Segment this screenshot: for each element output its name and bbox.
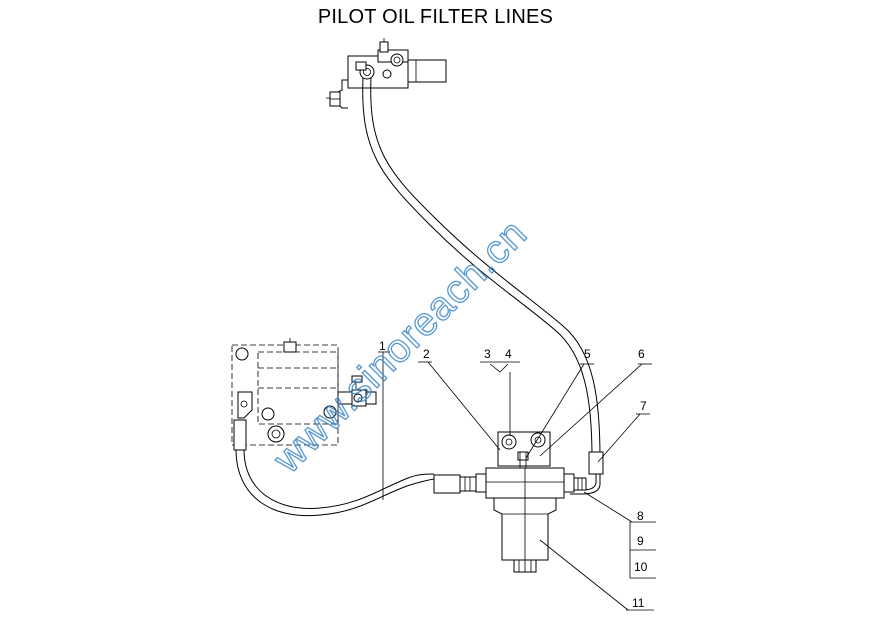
page-title: PILOT OIL FILTER LINES	[317, 6, 554, 28]
pilot-valve-assembly	[326, 38, 447, 109]
callout-4: 4	[505, 347, 512, 361]
callout-10: 10	[634, 560, 648, 574]
watermark-text: www.sinoreach.cn	[265, 211, 536, 482]
pilot-hose-long	[362, 77, 601, 459]
callout-8: 8	[637, 509, 644, 523]
callout-6: 6	[638, 347, 645, 361]
pilot-oil-filter	[475, 431, 575, 573]
callout-3: 3	[484, 347, 491, 361]
pilot-hose-1	[233, 419, 435, 517]
callout-11: 11	[632, 596, 645, 610]
callout-1: 1	[379, 339, 386, 353]
filter-outlet-adapter	[573, 477, 587, 491]
callout-2: 2	[423, 347, 430, 361]
filter-inlet-fittings	[433, 474, 477, 494]
callout-5: 5	[584, 347, 591, 361]
callouts: 1 2 3 4 5 6 7 8 9 10 11	[378, 339, 656, 611]
control-valve-block	[231, 338, 377, 446]
callout-9: 9	[637, 534, 644, 548]
callout-7: 7	[640, 399, 647, 413]
